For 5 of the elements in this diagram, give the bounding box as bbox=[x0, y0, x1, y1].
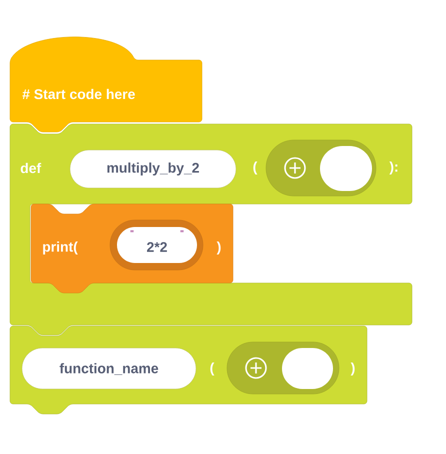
name-field: multiply_by_2 bbox=[70, 150, 236, 188]
hat-block: # Start code here bbox=[10, 36, 202, 132]
name-field: function_name bbox=[22, 348, 196, 390]
input-slot bbox=[320, 146, 372, 191]
input-slot bbox=[282, 348, 333, 389]
